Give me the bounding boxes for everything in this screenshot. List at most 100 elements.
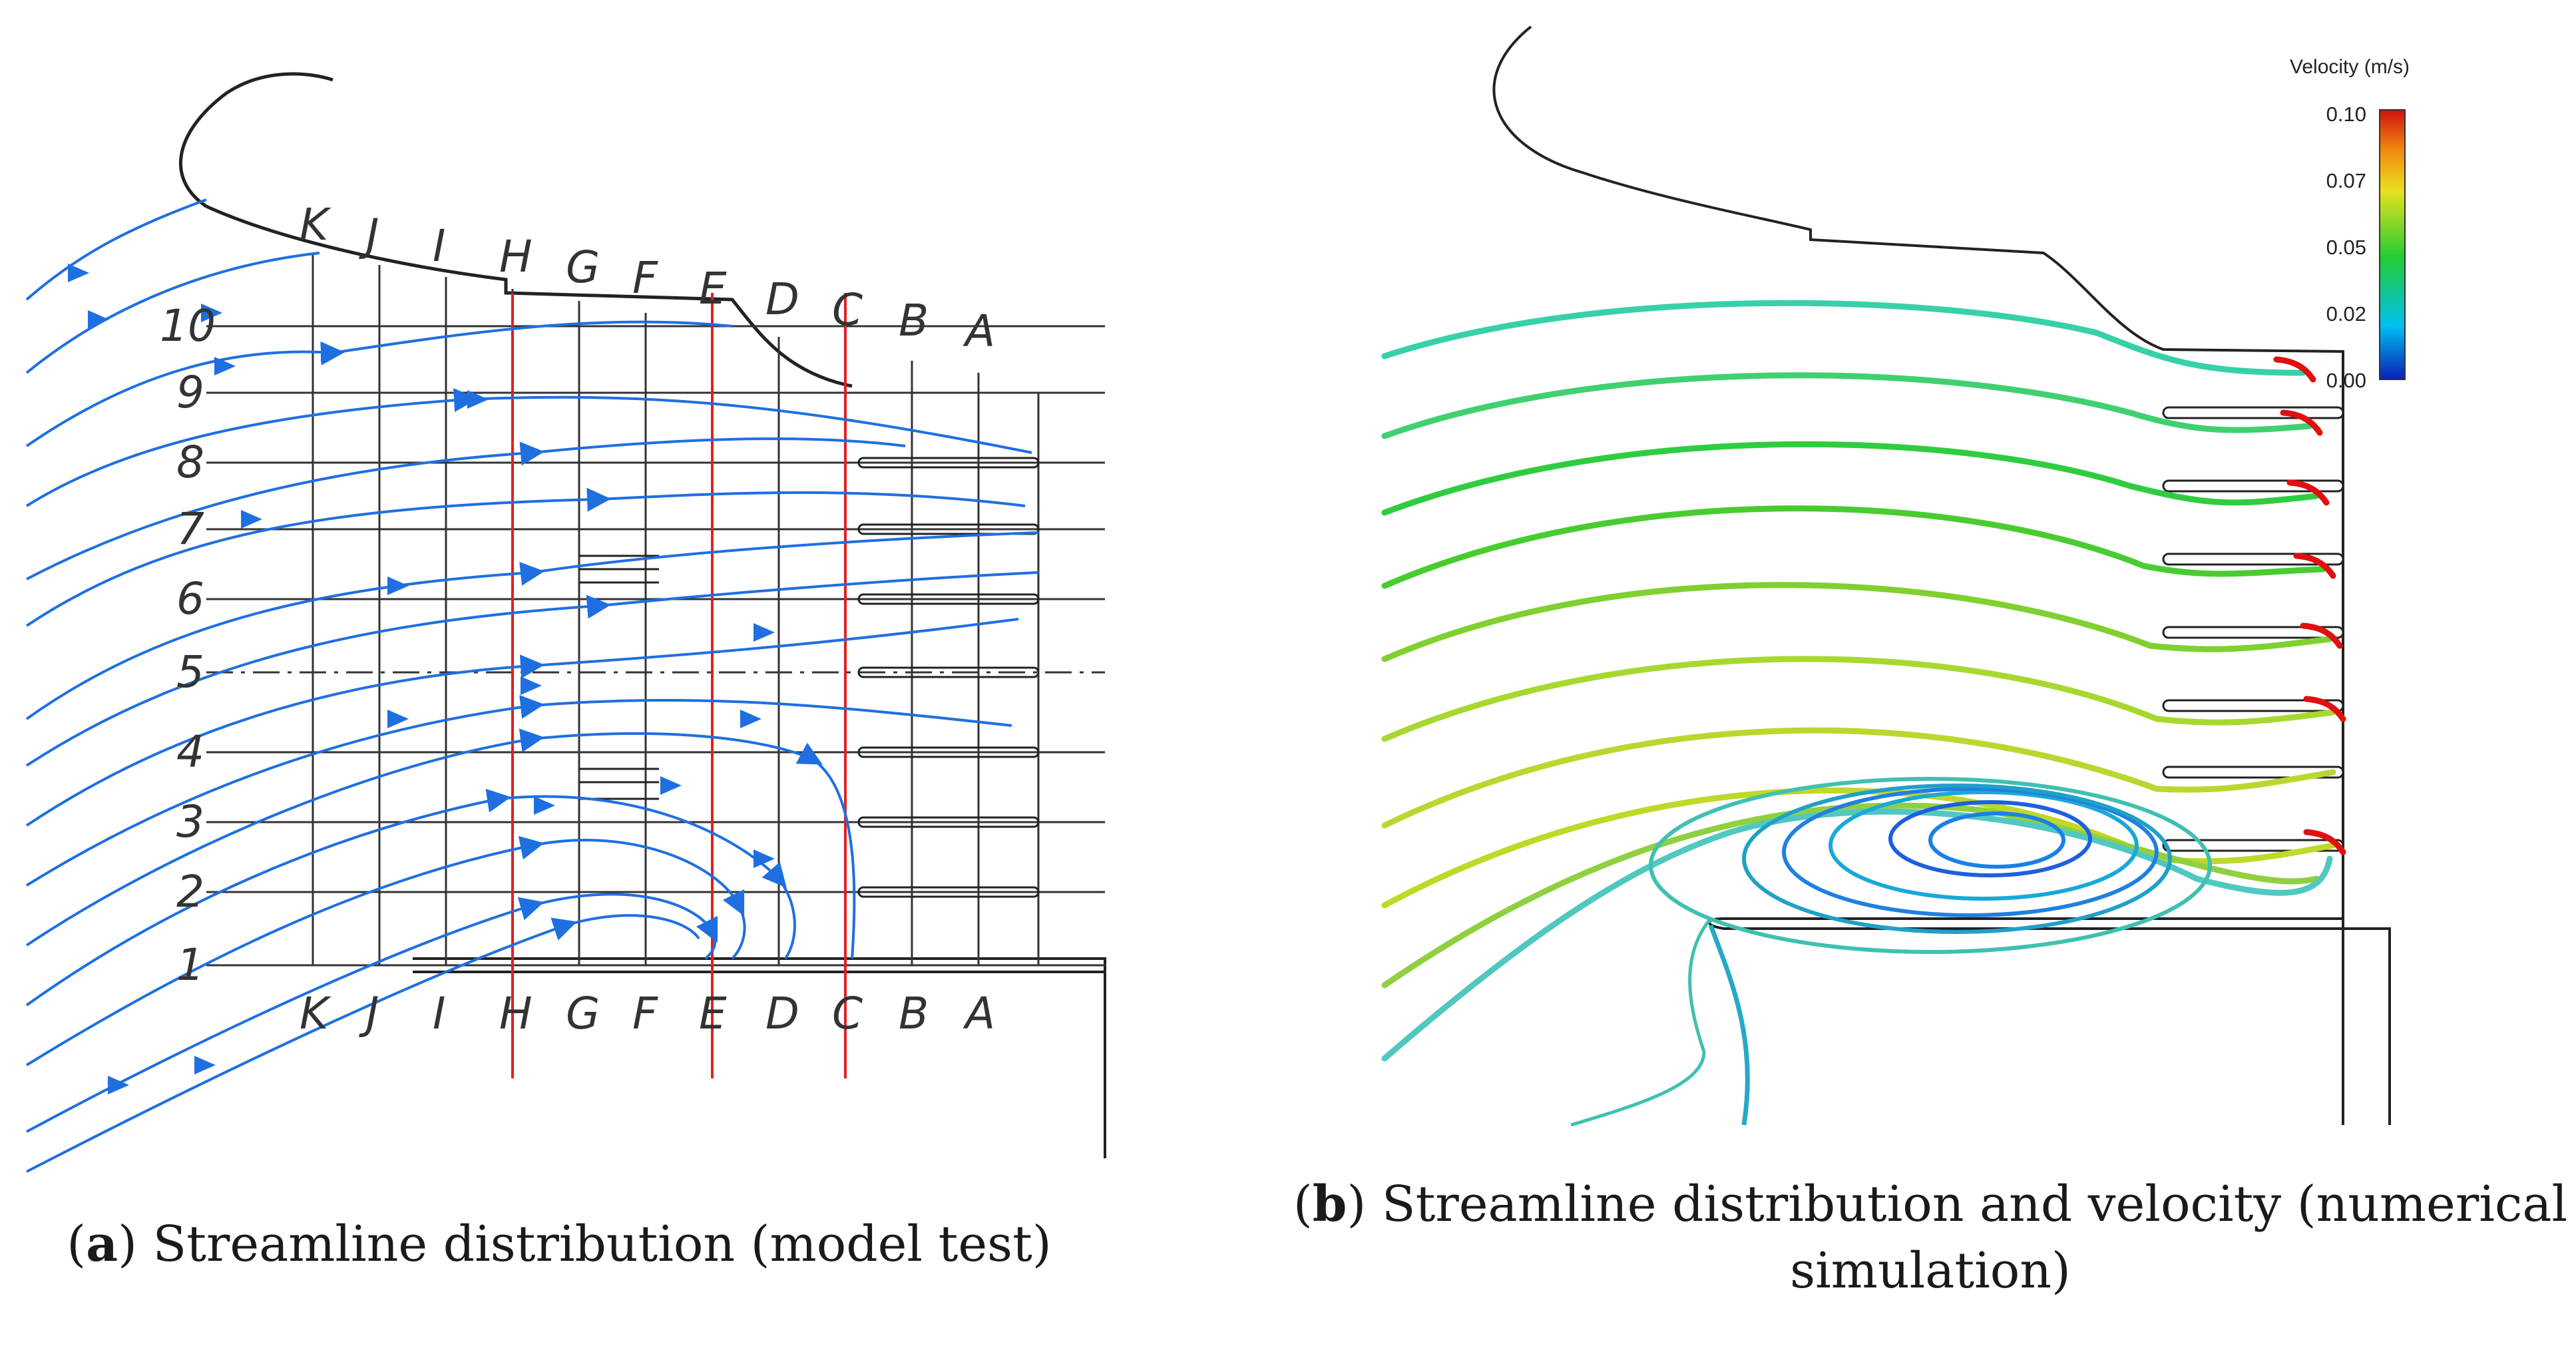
flow-arrow bbox=[660, 776, 682, 795]
streamline-a bbox=[25, 695, 1012, 887]
velocity-legend: Velocity (m/s) 0.10 0.07 0.05 0.02 0.00 bbox=[2290, 56, 2410, 392]
flow-arrow bbox=[194, 1056, 216, 1074]
guide-plate bbox=[857, 666, 1040, 678]
streamline-b bbox=[1381, 802, 2320, 989]
caption-a-text: Streamline distribution (model test) bbox=[136, 1216, 1052, 1273]
column-label-top: B bbox=[899, 295, 929, 346]
section-lines bbox=[511, 293, 847, 1078]
legend-tick: 0.10 bbox=[2326, 103, 2366, 126]
column-label-bottom: H bbox=[499, 988, 533, 1039]
streamline-a bbox=[25, 788, 796, 1007]
flow-arrow bbox=[387, 710, 409, 728]
flow-arrow bbox=[201, 304, 222, 322]
streamline-a bbox=[26, 914, 700, 1173]
guide-plate bbox=[857, 816, 1040, 828]
guide-plate-b bbox=[2162, 626, 2344, 639]
caption-a: (a) Streamline distribution (model test) bbox=[67, 1216, 1052, 1273]
streamline-b bbox=[1381, 582, 2333, 662]
grid bbox=[206, 253, 1105, 967]
flow-arrow bbox=[521, 676, 542, 695]
row-label: 8 bbox=[176, 437, 204, 488]
column-label-top: H bbox=[499, 231, 533, 282]
flow-arrow bbox=[88, 310, 109, 329]
streamline-b bbox=[1381, 505, 2326, 589]
bottom-wall bbox=[413, 957, 1106, 1158]
flow-arrow bbox=[321, 343, 342, 362]
column-label-top: D bbox=[765, 274, 799, 325]
flow-arrow bbox=[753, 849, 775, 868]
column-label-top: K bbox=[300, 199, 331, 250]
row-label: 4 bbox=[176, 726, 204, 778]
column-label-top: I bbox=[433, 220, 445, 272]
row-label: 1 bbox=[176, 939, 204, 991]
row-label: 9 bbox=[176, 367, 204, 418]
flow-arrow bbox=[214, 357, 236, 375]
legend-tick: 0.00 bbox=[2326, 369, 2366, 392]
column-label-bottom: E bbox=[699, 988, 727, 1039]
streamlines-b bbox=[1381, 300, 2346, 1127]
column-label-top: F bbox=[632, 252, 658, 304]
vortex-streamline bbox=[1828, 790, 2139, 901]
streamline-a bbox=[25, 835, 746, 1066]
guide-plate bbox=[857, 523, 1040, 535]
high-velocity-tip bbox=[2280, 409, 2323, 436]
row-label: 2 bbox=[176, 866, 204, 917]
vortex-streamline bbox=[1888, 800, 2092, 877]
streamline-b bbox=[1381, 788, 2336, 909]
column-label-bottom: G bbox=[566, 988, 600, 1039]
streamline-a bbox=[25, 198, 207, 301]
hull-outline bbox=[178, 72, 853, 388]
legend-tick: 0.05 bbox=[2326, 236, 2366, 259]
column-label-top: C bbox=[832, 284, 863, 336]
caption-b-letter: b bbox=[1312, 1176, 1347, 1233]
column-label-bottom: F bbox=[632, 988, 658, 1039]
flow-arrow bbox=[387, 576, 409, 595]
high-velocity-tip bbox=[2273, 356, 2316, 383]
flow-arrow bbox=[467, 390, 489, 409]
legend-tick: 0.02 bbox=[2326, 302, 2366, 326]
streamline-a bbox=[25, 531, 1039, 720]
streamline-a bbox=[25, 252, 320, 374]
row-label: 5 bbox=[176, 646, 204, 698]
guide-plate-b bbox=[2162, 699, 2344, 712]
guide-plate bbox=[857, 457, 1040, 469]
streamline-b bbox=[1381, 372, 2313, 439]
streamline-a bbox=[25, 618, 1019, 827]
column-label-top: G bbox=[566, 242, 600, 293]
streamline-b bbox=[1381, 656, 2336, 742]
caption-b: (b) Streamline distribution and velocity… bbox=[1293, 1176, 2568, 1299]
hull-outline-b bbox=[1492, 25, 2391, 1125]
caption-a-letter: a bbox=[86, 1216, 118, 1273]
flow-arrow bbox=[68, 264, 89, 282]
row-label: 6 bbox=[176, 573, 204, 624]
high-velocity-tip bbox=[2293, 553, 2336, 579]
panel-b-simulation: Velocity (m/s) 0.10 0.07 0.05 0.02 0.00 bbox=[1381, 25, 2410, 1127]
streamline-a bbox=[25, 571, 1039, 767]
guide-plates bbox=[579, 457, 1040, 898]
column-label-bottom: I bbox=[433, 988, 445, 1039]
vortex-streamline bbox=[1782, 787, 2159, 917]
column-label-bottom: D bbox=[765, 988, 799, 1039]
streamline-b bbox=[1708, 924, 1750, 1126]
vortex-streamline bbox=[1649, 777, 2212, 954]
column-label-bottom: C bbox=[832, 988, 863, 1039]
streamline-a bbox=[25, 728, 856, 959]
column-label-bottom: A bbox=[963, 988, 995, 1039]
legend-tick: 0.07 bbox=[2326, 169, 2366, 192]
legend-colorbar bbox=[2379, 109, 2406, 380]
streamline-b bbox=[1570, 917, 1712, 1127]
high-velocity-tip bbox=[2303, 696, 2346, 722]
row-label: 3 bbox=[176, 796, 204, 847]
guide-plate-b bbox=[2162, 766, 2344, 779]
streamline-b bbox=[1381, 727, 2336, 829]
streamline-b bbox=[1381, 300, 2306, 376]
streamline-b bbox=[1381, 808, 2333, 1062]
vortex-streamline bbox=[1742, 784, 2172, 934]
column-label-top: E bbox=[699, 263, 727, 314]
flow-arrow bbox=[753, 623, 775, 642]
row-label: 10 bbox=[160, 300, 216, 351]
high-velocity-tip bbox=[2300, 622, 2343, 649]
streamline-a bbox=[26, 893, 718, 1133]
